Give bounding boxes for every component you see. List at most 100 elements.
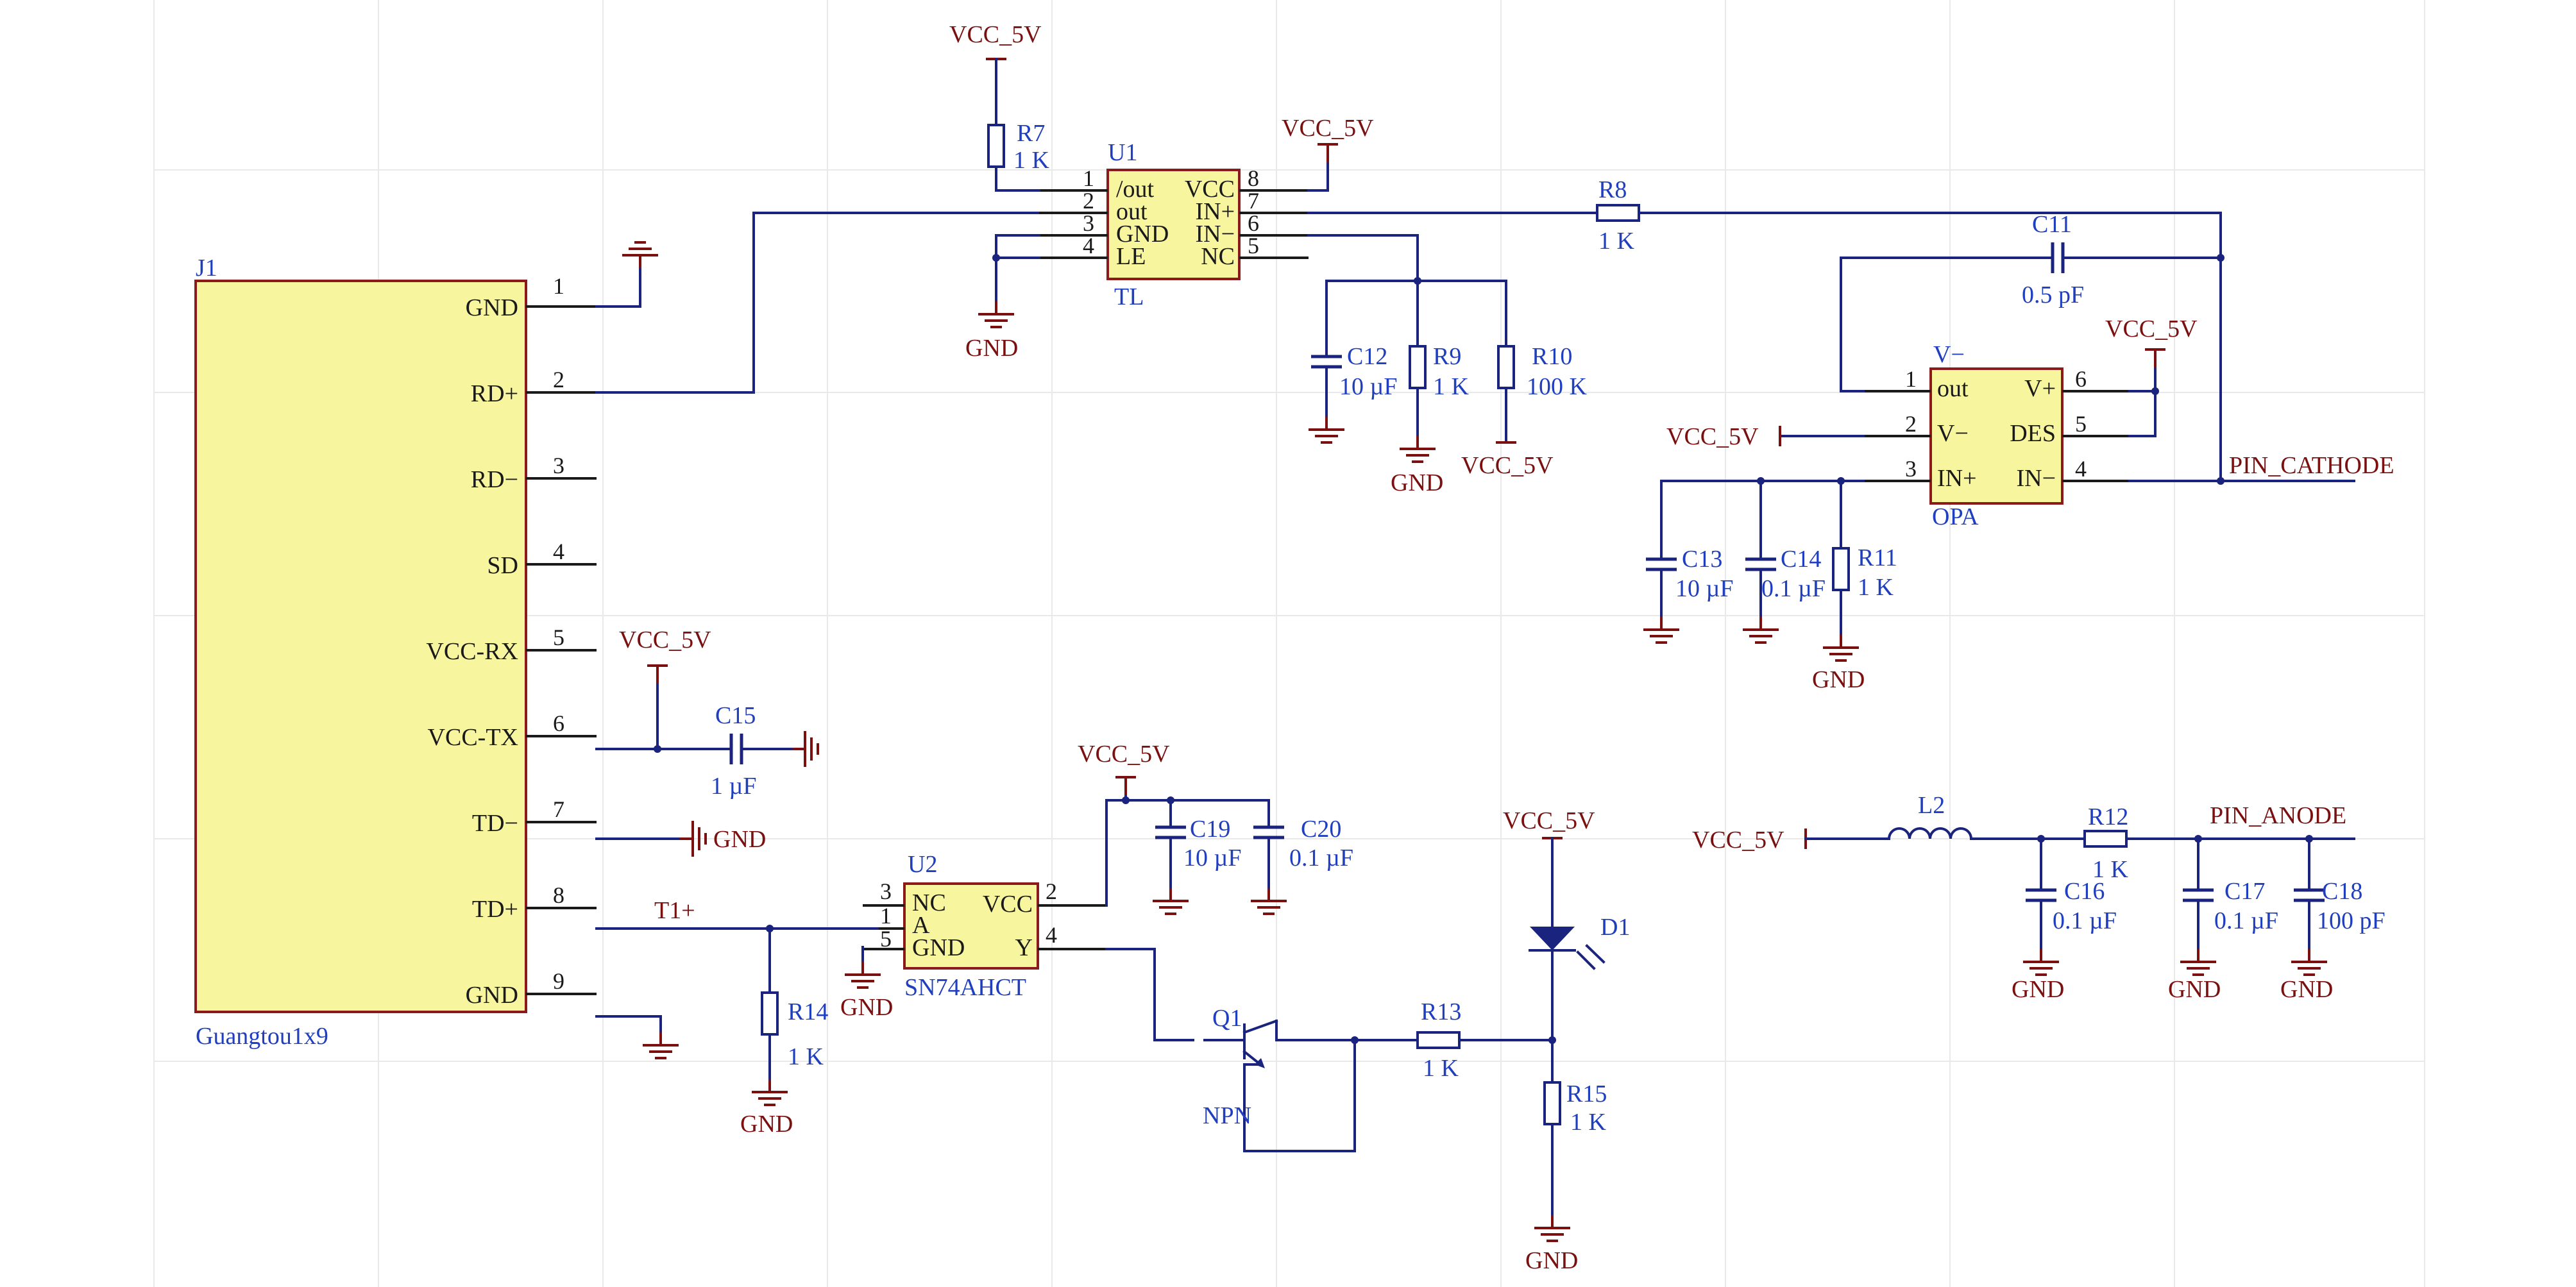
c11-designator: C11	[2032, 211, 2072, 238]
wire-u1-gnd: GND	[965, 234, 1040, 362]
wire-j1-gnd9	[595, 1015, 680, 1059]
ground-icon	[1250, 887, 1288, 915]
wire-u1-vcc: VCC_5V	[1282, 115, 1374, 192]
j1-pin-number: 6	[553, 711, 564, 736]
j1-pin-name: VCC-RX	[426, 638, 518, 665]
u1-pin-name: GND	[1116, 221, 1169, 248]
c14-value: 0.1 µF	[1761, 575, 1826, 602]
wire-u2-y	[1105, 948, 1194, 1041]
j1-pin-number: 2	[553, 367, 564, 392]
capacitor-c15: VCC_5V C15 1 µF	[595, 627, 819, 800]
ic-u1: U1 TL /out out GND LE VCC IN+ IN− NC 1 2…	[1039, 139, 1309, 310]
ground-icon	[1151, 887, 1190, 915]
u1-pin-name: NC	[1201, 243, 1235, 270]
vcc-net-label: VCC_5V	[1078, 741, 1170, 768]
j1-pin-number: 7	[553, 796, 564, 822]
ground-icon	[1642, 616, 1681, 644]
ground-icon	[843, 961, 882, 989]
c13-value: 10 µF	[1675, 575, 1734, 602]
r9-designator: R9	[1433, 343, 1461, 370]
u2-pin-name: GND	[912, 934, 965, 961]
c12-value: 10 µF	[1339, 373, 1398, 400]
vcc-net-label: VCC_5V	[1666, 423, 1759, 450]
u1-pin-name: IN+	[1195, 198, 1235, 225]
r12-designator: R12	[2088, 803, 2128, 830]
q1-designator: Q1	[1212, 1005, 1242, 1032]
u2-pin-name: Y	[1015, 934, 1033, 961]
vcc-net-label: VCC_5V	[619, 627, 711, 653]
r15-designator: R15	[1566, 1081, 1607, 1107]
wire-u1-inminus: C12 10 µF GND R9 1 K VCC_5V R10 100 K	[1307, 234, 1588, 496]
ground-icon	[1533, 1214, 1572, 1242]
opa-pin-name: IN+	[1937, 465, 1977, 492]
vcc-net-label: VCC_5V	[949, 21, 1042, 48]
u1-designator: U1	[1108, 139, 1137, 166]
u1-pin-number: 2	[1083, 188, 1094, 214]
c20-value: 0.1 µF	[1289, 845, 1353, 871]
ground-icon	[791, 730, 819, 768]
gnd-net-label: GND	[965, 335, 1018, 362]
c15-value: 1 µF	[711, 773, 757, 800]
u1-pin-number: 6	[1248, 210, 1259, 236]
r9-value: 1 K	[1433, 373, 1470, 400]
j1-pin-name: TD−	[472, 810, 518, 837]
j1-pin-name: GND	[466, 982, 518, 1009]
u1-pin-name: VCC	[1185, 176, 1235, 203]
u1-pin-number: 7	[1248, 188, 1259, 214]
wire-tdminus-gnd: GND	[595, 820, 766, 858]
gnd-net-label: GND	[713, 826, 766, 853]
resistor-r13: R13 1 K	[1353, 998, 1556, 1082]
gnd-net-label: GND	[1525, 1247, 1578, 1274]
c16-designator: C16	[2064, 878, 2105, 905]
wire-cathode: PIN_CATHODE	[2128, 212, 2394, 485]
opa-pin-number: 3	[1905, 456, 1917, 482]
c19-value: 10 µF	[1183, 845, 1242, 871]
resistor-r7: VCC_5V R7 1 K	[949, 21, 1050, 192]
q1-type: NPN	[1203, 1102, 1251, 1129]
c20-designator: C20	[1301, 816, 1341, 843]
c12-designator: C12	[1347, 343, 1387, 370]
u1-pin-name: out	[1116, 198, 1148, 225]
gnd-net-label: GND	[2168, 976, 2221, 1003]
c18-designator: C18	[2322, 878, 2362, 905]
j1-pin-name: RD+	[471, 380, 518, 407]
r14-designator: R14	[788, 998, 828, 1025]
gnd-net-label: GND	[1391, 469, 1443, 496]
wire-opa-inplus: C13 10 µF C14 0.1 µF GND R11 1 K	[1642, 477, 1897, 693]
u1-pin-number: 4	[1083, 233, 1094, 258]
u2-pin-number: 5	[880, 926, 892, 952]
r7-value: 1 K	[1013, 147, 1050, 174]
j1-designator: J1	[196, 255, 217, 282]
u2-pin-number: 2	[1046, 879, 1057, 904]
u1-pin-number: 3	[1083, 210, 1094, 236]
vcc-icon	[646, 664, 669, 685]
opa-type: OPA	[1932, 503, 1979, 530]
wire-u2-vcc: VCC_5V C19 10 µF C20 0.1 µF	[1078, 741, 1353, 915]
wire-j1-gnd1	[595, 241, 659, 308]
r15-value: 1 K	[1570, 1109, 1607, 1136]
vcc-icon	[2144, 348, 2167, 369]
c16-value: 0.1 µF	[2053, 907, 2117, 934]
ground-icon	[2179, 948, 2217, 976]
r14-value: 1 K	[788, 1043, 824, 1070]
ground-icon	[1398, 435, 1437, 463]
r11-designator: R11	[1858, 544, 1897, 571]
gnd-net-label: GND	[2012, 976, 2064, 1003]
r12-value: 1 K	[2092, 856, 2129, 883]
opa-pin-number: 6	[2075, 366, 2087, 392]
t1plus-net-label: T1+	[654, 897, 695, 924]
r13-value: 1 K	[1423, 1055, 1459, 1082]
ground-icon	[977, 300, 1015, 328]
j1-pin-number: 8	[553, 882, 564, 908]
opa-pin-name: IN−	[2016, 465, 2056, 492]
anode-net-label: PIN_ANODE	[2210, 802, 2346, 829]
r8-value: 1 K	[1598, 228, 1635, 255]
u1-pin-name: LE	[1116, 243, 1146, 270]
wire-rdplus	[595, 212, 1095, 394]
j1-pin-number: 5	[553, 625, 564, 650]
c13-designator: C13	[1682, 546, 1722, 573]
u1-pin-number: 5	[1248, 233, 1259, 258]
vcc-net-label: VCC_5V	[1692, 827, 1784, 854]
j1-pin-number: 4	[553, 539, 564, 564]
